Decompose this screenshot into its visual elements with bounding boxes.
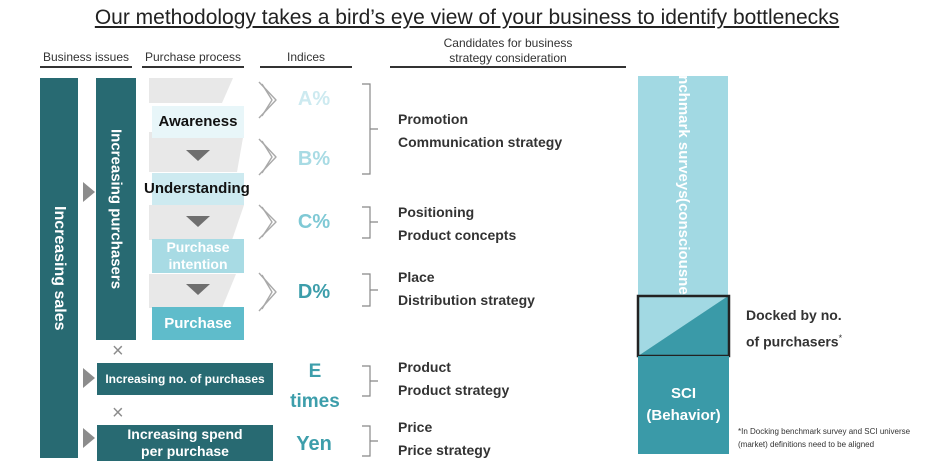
index-yen: Yen bbox=[296, 433, 332, 455]
index-e-line1: E bbox=[308, 361, 322, 382]
candidate-place: Place bbox=[398, 269, 435, 285]
stage-awareness: Awareness bbox=[152, 106, 244, 138]
candidate-positioning: Positioning bbox=[398, 204, 475, 220]
candidate-product-strategy: Product strategy bbox=[398, 382, 510, 398]
candidate-communication: Communication strategy bbox=[398, 134, 563, 150]
candidate-promotion: Promotion bbox=[398, 111, 468, 127]
increasing-sales-bar: Increasing sales bbox=[40, 78, 78, 458]
candidate-product: Product bbox=[398, 359, 451, 375]
candidate-group-product: Product Product strategy bbox=[398, 356, 509, 402]
docked-label: Docked by no. of purchasers* bbox=[746, 304, 842, 354]
header-underline bbox=[40, 66, 132, 68]
stage-understanding-label: Understanding bbox=[144, 180, 250, 197]
benchmark-surveys-bar: Benchmark surveys (consciousness) bbox=[638, 56, 728, 316]
increasing-spend-line1: Increasing spend bbox=[127, 426, 243, 442]
docked-line2: of purchasers bbox=[746, 333, 839, 350]
benchmark-line2: (consciousness) bbox=[675, 198, 692, 317]
index-b: B% bbox=[297, 148, 331, 170]
pointer-arrow-icon bbox=[83, 182, 95, 202]
header-underline bbox=[390, 66, 626, 68]
candidate-distribution: Distribution strategy bbox=[398, 292, 535, 308]
candidate-group-promotion: Promotion Communication strategy bbox=[398, 108, 562, 154]
sci-line1: SCI bbox=[670, 385, 696, 402]
increasing-spend-line2: per purchase bbox=[141, 443, 229, 459]
header-indices: Indices bbox=[286, 50, 326, 64]
pointer-arrow-icon bbox=[83, 368, 95, 388]
index-e: E times bbox=[283, 357, 347, 417]
increasing-purchasers-label: Increasing purchasers bbox=[107, 128, 125, 290]
header-candidates-line2: strategy consideration bbox=[449, 51, 567, 65]
page-title: Our methodology takes a bird’s eye view … bbox=[94, 6, 840, 29]
docked-line2-wrap: of purchasers* bbox=[746, 327, 842, 354]
increasing-spend-bar: Increasing spend per purchase bbox=[97, 425, 273, 461]
pointer-arrow-icon bbox=[83, 428, 95, 448]
stage-purchase-intention: Purchase intention bbox=[152, 239, 244, 273]
candidate-group-place: Place Distribution strategy bbox=[398, 266, 535, 312]
footnote-line1: *In Docking benchmark survey and SCI uni… bbox=[738, 427, 911, 436]
down-arrow-icon bbox=[186, 284, 210, 295]
docked-footnote-mark: * bbox=[838, 333, 843, 343]
candidate-price: Price bbox=[398, 419, 433, 435]
footnote: *In Docking benchmark survey and SCI uni… bbox=[738, 425, 910, 451]
index-c: C% bbox=[297, 211, 331, 233]
index-a: A% bbox=[297, 88, 331, 110]
stage-purchase: Purchase bbox=[152, 307, 244, 340]
header-candidates-line1: Candidates for business bbox=[443, 36, 573, 50]
sci-behavior-bar: SCI (Behavior) bbox=[638, 356, 729, 454]
increasing-purchases-label: Increasing no. of purchases bbox=[105, 372, 265, 386]
stage-purchase-intention-line1: Purchase bbox=[166, 239, 230, 255]
header-business-issues: Business issues bbox=[42, 50, 130, 64]
increasing-purchases-bar: Increasing no. of purchases bbox=[97, 363, 273, 395]
increasing-sales-label: Increasing sales bbox=[51, 205, 68, 331]
index-e-line2: times bbox=[290, 391, 340, 412]
header-underline bbox=[142, 66, 244, 68]
header-purchase-process: Purchase process bbox=[144, 50, 242, 64]
candidate-product-concepts: Product concepts bbox=[398, 227, 517, 243]
down-arrow-icon bbox=[186, 216, 210, 227]
candidate-group-price: Price Price strategy bbox=[398, 416, 491, 462]
candidate-group-positioning: Positioning Product concepts bbox=[398, 201, 516, 247]
footnote-line2: (market) definitions need to be aligned bbox=[738, 440, 875, 449]
multiply-icon: × bbox=[112, 402, 124, 424]
index-d: D% bbox=[297, 281, 331, 303]
increasing-purchasers-bar: Increasing purchasers bbox=[96, 78, 136, 340]
benchmark-line1: Benchmark surveys bbox=[675, 55, 692, 199]
down-arrow-icon bbox=[186, 150, 210, 161]
multiply-icon: × bbox=[112, 340, 124, 362]
sci-line2: (Behavior) bbox=[646, 407, 721, 424]
header-underline bbox=[260, 66, 352, 68]
stage-understanding: Understanding bbox=[144, 173, 250, 205]
docked-line1: Docked by no. bbox=[746, 307, 842, 323]
stage-purchase-intention-line2: intention bbox=[168, 256, 228, 272]
candidate-price-strategy: Price strategy bbox=[398, 442, 491, 458]
